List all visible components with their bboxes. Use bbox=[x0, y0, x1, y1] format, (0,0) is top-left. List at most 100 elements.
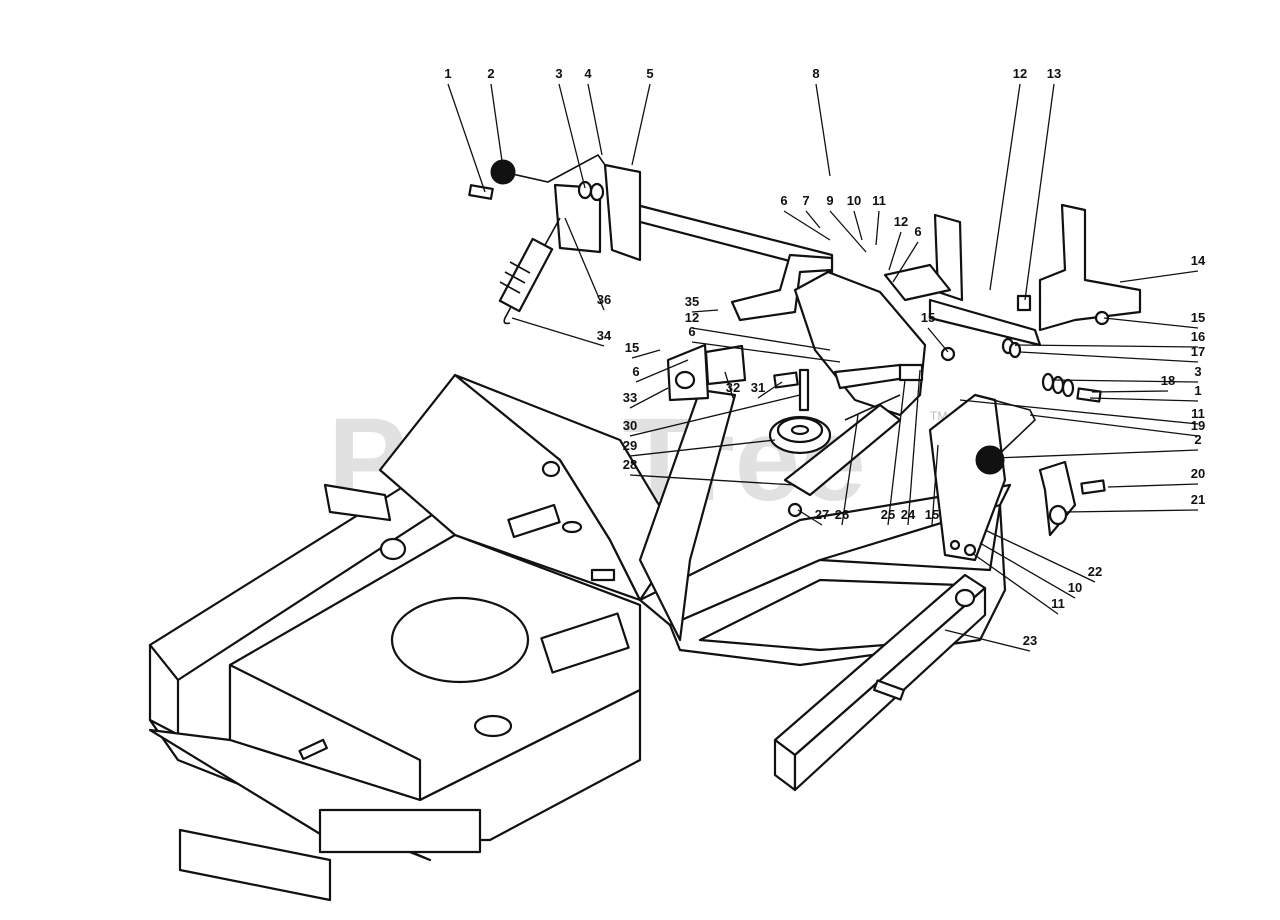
callout-leader-42 bbox=[724, 371, 734, 399]
callout-leader-27 bbox=[1064, 509, 1199, 513]
callout-leader-39 bbox=[629, 439, 776, 457]
callout-label-25: 2 bbox=[1194, 432, 1201, 447]
callout-label-48: 35 bbox=[685, 294, 699, 309]
callout-leader-33 bbox=[931, 444, 939, 526]
callout-leader-13 bbox=[875, 210, 880, 246]
chassis-frame bbox=[148, 373, 1012, 902]
callout-leader-30 bbox=[971, 552, 1059, 615]
callout-label-42: 32 bbox=[726, 380, 740, 395]
callout-leader-36 bbox=[841, 414, 859, 526]
callout-label-1: 1 bbox=[444, 66, 451, 81]
callout-label-35: 25 bbox=[881, 507, 895, 522]
right-plate bbox=[928, 203, 1142, 557]
callout-leader-20 bbox=[1054, 379, 1199, 383]
spring bbox=[498, 217, 561, 325]
callout-label-15: 6 bbox=[914, 224, 921, 239]
callout-label-34: 24 bbox=[901, 507, 916, 522]
callout-label-21: 1 bbox=[1194, 383, 1201, 398]
lift-arm bbox=[666, 253, 952, 518]
callout-label-32: 15 bbox=[921, 310, 935, 325]
callout-label-41: 31 bbox=[751, 380, 765, 395]
callout-label-9: 6 bbox=[780, 193, 787, 208]
callout-leader-48 bbox=[691, 309, 719, 313]
callout-leader-15 bbox=[892, 241, 919, 283]
callout-leader-10 bbox=[805, 210, 821, 229]
callout-leader-26 bbox=[1107, 483, 1199, 488]
callout-label-36: 26 bbox=[835, 507, 849, 522]
callout-label-17: 15 bbox=[1191, 310, 1205, 325]
callout-leader-7 bbox=[989, 83, 1021, 291]
callout-leader-18 bbox=[1014, 344, 1199, 348]
callout-label-4: 4 bbox=[584, 66, 592, 81]
callout-leader-35 bbox=[887, 379, 906, 526]
callout-label-11: 9 bbox=[826, 193, 833, 208]
callout-label-47: 6 bbox=[688, 324, 695, 339]
callout-label-40: 30 bbox=[623, 418, 637, 433]
callout-label-2: 2 bbox=[487, 66, 494, 81]
callout-label-19: 17 bbox=[1191, 344, 1205, 359]
callout-leader-17 bbox=[1103, 317, 1199, 329]
callout-label-29: 10 bbox=[1068, 580, 1082, 595]
callout-leader-45 bbox=[631, 349, 661, 359]
knob-icon bbox=[490, 159, 516, 185]
callout-leader-2 bbox=[490, 83, 504, 169]
callout-leader-43 bbox=[629, 387, 669, 409]
callout-leader-29 bbox=[979, 542, 1076, 599]
callout-label-50: 36 bbox=[597, 292, 611, 307]
callout-label-6: 8 bbox=[812, 66, 819, 81]
cross-shaft bbox=[468, 153, 834, 274]
callout-label-5: 5 bbox=[646, 66, 653, 81]
callout-leader-38 bbox=[629, 474, 796, 486]
callout-label-49: 34 bbox=[597, 328, 612, 343]
callout-label-31: 23 bbox=[1023, 633, 1037, 648]
callout-label-37: 27 bbox=[815, 507, 829, 522]
callout-label-18: 16 bbox=[1191, 329, 1205, 344]
callout-leader-24 bbox=[1029, 414, 1199, 437]
callout-leader-22 bbox=[1091, 390, 1169, 393]
callout-label-30: 11 bbox=[1051, 596, 1065, 611]
callout-leader-19 bbox=[1019, 351, 1199, 363]
callout-leader-5 bbox=[631, 83, 651, 166]
callout-label-27: 21 bbox=[1191, 492, 1205, 507]
knob-icon-right bbox=[975, 445, 1005, 475]
callout-label-28: 22 bbox=[1088, 564, 1102, 579]
callout-leader-16 bbox=[1119, 270, 1199, 283]
axle-bar bbox=[773, 573, 987, 792]
callout-label-44: 6 bbox=[632, 364, 639, 379]
callout-label-24: 19 bbox=[1191, 418, 1205, 433]
callout-label-38: 28 bbox=[623, 457, 637, 472]
callout-leader-49 bbox=[511, 317, 605, 347]
callout-leader-14 bbox=[888, 231, 902, 271]
callout-leader-6 bbox=[815, 83, 831, 177]
callout-label-26: 20 bbox=[1191, 466, 1205, 481]
callout-label-8: 13 bbox=[1047, 66, 1061, 81]
callout-label-13: 11 bbox=[872, 193, 886, 208]
callout-leader-21 bbox=[1089, 397, 1199, 402]
callout-label-14: 12 bbox=[894, 214, 908, 229]
callout-leader-28 bbox=[984, 529, 1096, 583]
callout-leader-12 bbox=[853, 210, 863, 241]
callout-label-3: 3 bbox=[555, 66, 562, 81]
callout-leader-50 bbox=[564, 217, 605, 311]
callout-label-33: 15 bbox=[925, 507, 939, 522]
callout-label-16: 14 bbox=[1191, 253, 1206, 268]
callout-leader-11 bbox=[829, 210, 867, 253]
callout-leader-47 bbox=[691, 341, 841, 363]
callout-leader-31 bbox=[944, 629, 1031, 652]
callout-label-23: 11 bbox=[1191, 406, 1205, 421]
callout-leader-23 bbox=[959, 399, 1199, 425]
callout-leader-40 bbox=[629, 394, 801, 437]
callout-leader-3 bbox=[558, 83, 586, 189]
callout-leader-1 bbox=[447, 83, 486, 193]
callout-label-10: 7 bbox=[802, 193, 809, 208]
callout-label-45: 15 bbox=[625, 340, 639, 355]
callout-leader-25 bbox=[994, 449, 1199, 459]
callout-leader-9 bbox=[783, 210, 831, 241]
callout-label-22: 18 bbox=[1161, 373, 1175, 388]
callout-label-39: 29 bbox=[623, 438, 637, 453]
callout-leader-34 bbox=[907, 369, 921, 526]
callout-label-7: 12 bbox=[1013, 66, 1027, 81]
callout-label-20: 3 bbox=[1194, 364, 1201, 379]
